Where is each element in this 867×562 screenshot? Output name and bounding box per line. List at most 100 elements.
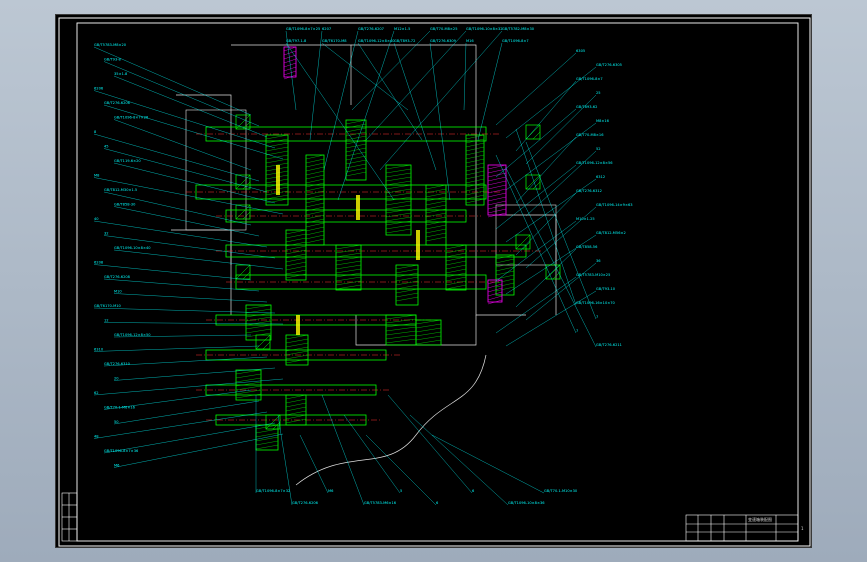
- gear-hatch: [465, 150, 485, 156]
- callout-label: 6305: [576, 49, 585, 53]
- gear-hatch: [335, 268, 362, 274]
- callout-label: GB/T1096-8×7: [502, 39, 529, 43]
- gear-hatch: [235, 377, 262, 383]
- yellow-mark: [296, 315, 300, 335]
- gear-hatch: [395, 288, 419, 294]
- gear-hatch: [305, 230, 325, 236]
- gear-hatch: [335, 264, 362, 270]
- gear-hatch: [385, 326, 417, 332]
- gear-hatch: [385, 228, 412, 234]
- callout-label: GB/T1096-10×8×36: [508, 501, 545, 505]
- yellow-mark: [356, 195, 360, 220]
- callout-label: GB/T6170-M8: [322, 39, 347, 43]
- callout-label: GB/T6170-M10: [94, 304, 121, 308]
- gear-hatch: [425, 184, 447, 190]
- housing-outline: [351, 44, 477, 75]
- gear-hatch: [265, 194, 289, 200]
- gear-hatch: [255, 440, 279, 446]
- gear-hatch: [285, 269, 307, 275]
- callout-label: GB/T70-M8×25: [430, 27, 458, 31]
- leader-line: [113, 249, 284, 270]
- gear-hatch: [415, 327, 442, 333]
- leader-line: [495, 108, 577, 178]
- callout-label: GB/T5782-M8×30: [502, 27, 535, 31]
- callout-label: GB/T812-M30×1.5: [104, 188, 137, 192]
- leader-line: [515, 248, 577, 308]
- gear-hatch: [425, 220, 447, 226]
- gear-hatch: [465, 198, 485, 204]
- gear-hatch: [285, 398, 307, 404]
- leader-line: [103, 104, 284, 160]
- leader-line: [357, 42, 423, 141]
- callout-label: GB/T1096-12×8×50: [114, 333, 151, 337]
- leader-line: [343, 414, 401, 494]
- callout-label: 50: [114, 420, 119, 424]
- bearing-hatch: [235, 114, 251, 130]
- magenta-hatch-line: [487, 176, 507, 182]
- gear-hatch: [345, 163, 367, 169]
- yellow-mark: [276, 165, 280, 195]
- gear-hatch: [465, 190, 485, 196]
- callout-label: 20: [114, 377, 119, 381]
- gear-hatch: [285, 350, 309, 356]
- leader-line: [505, 234, 597, 295]
- callout-label: 6: [436, 501, 439, 505]
- gear-hatch: [285, 418, 307, 424]
- leader-line: [525, 206, 597, 269]
- break-curve: [295, 354, 487, 486]
- gear-hatch: [425, 212, 447, 218]
- gear-hatch: [385, 318, 417, 324]
- gear-hatch: [305, 174, 325, 180]
- magenta-hatch-line: [487, 287, 503, 293]
- callout-label: GB/T276-6310: [104, 362, 131, 366]
- gear-hatch: [255, 428, 279, 434]
- gear-hatch: [495, 286, 515, 292]
- bearing-hatch: [532, 181, 541, 190]
- gear-hatch: [395, 272, 419, 278]
- bearing-hatch: [235, 264, 251, 280]
- gear-hatch: [255, 444, 279, 450]
- bearing-hatch: [242, 181, 251, 190]
- gear-hatch: [385, 208, 412, 214]
- magenta-hatch-line: [487, 291, 503, 297]
- gear-hatch: [245, 328, 272, 334]
- callout-labels: GB/T5783-M8×20GB/T93-835×1.86206GB/T276-…: [94, 27, 633, 505]
- gear-hatch: [385, 220, 412, 226]
- leader-line: [351, 30, 431, 111]
- gear-hatch: [245, 324, 272, 330]
- gear-hatch: [285, 334, 309, 340]
- leader-line: [93, 133, 260, 182]
- callout-label: 6206: [94, 87, 104, 91]
- gear-hatch: [495, 278, 515, 284]
- leader-line: [515, 80, 577, 152]
- gear-hatch: [305, 238, 325, 244]
- gear-hatch: [415, 319, 442, 325]
- callout-label: GB/T276-6207: [358, 27, 384, 31]
- gear-hatch: [445, 248, 467, 254]
- gear-hatch: [385, 180, 412, 186]
- leader-line: [515, 128, 577, 306]
- gear-hatch: [305, 166, 325, 172]
- cad-drawing[interactable]: 变速箱装配图 1 GB/T5783-M8×20GB/T93-835×1.8620…: [56, 15, 813, 549]
- callout-label: GB/T1096-16×10×70: [576, 301, 616, 305]
- gear-hatch: [425, 196, 447, 202]
- leader-line: [93, 264, 252, 281]
- gear-hatch: [445, 256, 467, 262]
- magenta-hatch-line: [283, 58, 297, 64]
- gear-hatch: [385, 172, 412, 178]
- gear-hatch: [345, 167, 367, 173]
- callout-label: 32: [104, 232, 109, 236]
- gear-hatch: [465, 166, 485, 172]
- magenta-hatch-line: [487, 192, 507, 198]
- gear-hatch: [235, 389, 262, 395]
- gear-hatch: [445, 284, 467, 290]
- callout-label: GB/T93-8: [104, 58, 122, 62]
- gear: [265, 134, 289, 206]
- gear-hatch: [385, 322, 417, 328]
- gear-hatch: [385, 192, 412, 198]
- callout-label: GB/T1096-10×8×40: [114, 246, 151, 250]
- leader-line: [321, 42, 409, 111]
- leader-line: [285, 42, 395, 201]
- gear-hatch: [235, 373, 262, 379]
